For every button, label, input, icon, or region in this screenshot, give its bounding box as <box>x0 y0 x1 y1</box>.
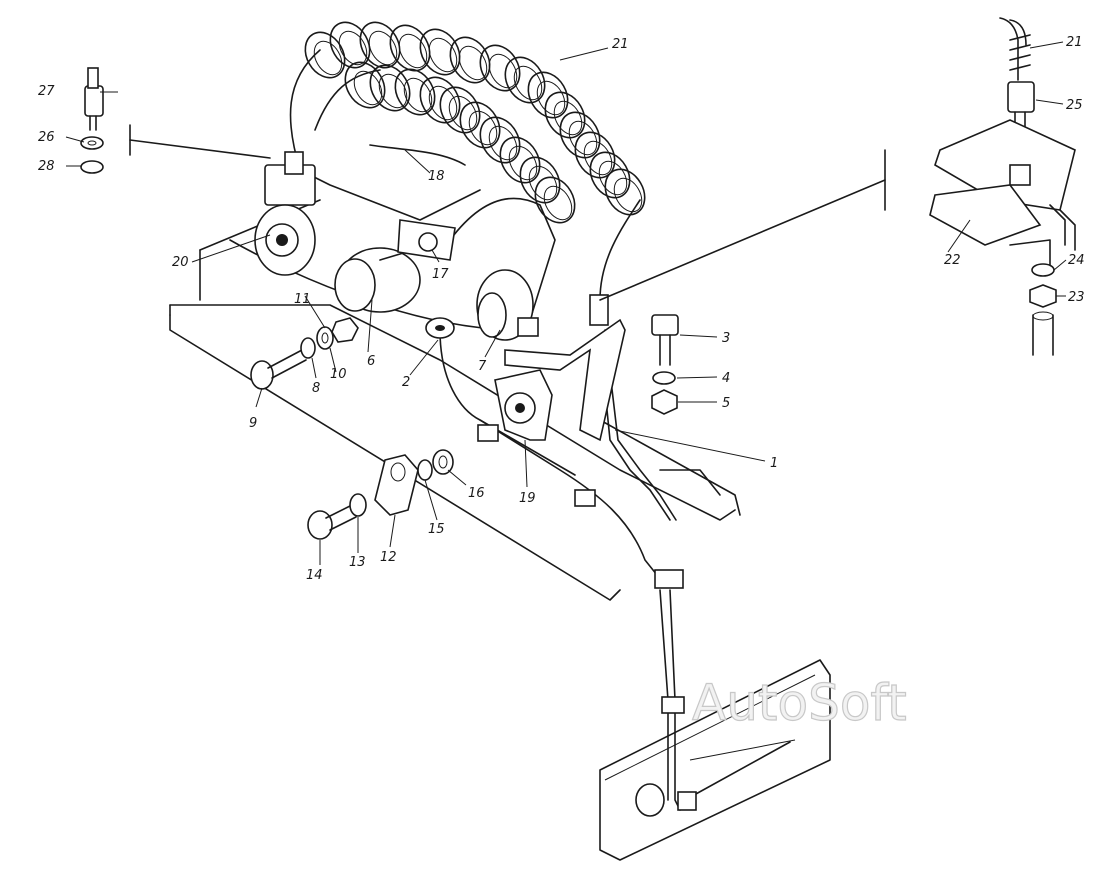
coil-loop-inner <box>508 145 538 181</box>
callout-16: 16 <box>468 486 485 501</box>
coil-loop <box>419 28 461 76</box>
callout-3: 3 <box>722 331 730 346</box>
callout-21-main: 21 <box>612 37 629 52</box>
coil-loop-inner <box>398 33 428 69</box>
socket-6 <box>334 219 456 313</box>
coil-loop <box>329 21 371 69</box>
socket-20 <box>254 151 316 276</box>
coil-loop-inner <box>428 85 458 121</box>
coil-loop <box>394 68 436 116</box>
coil-loop-inner <box>403 77 433 113</box>
socket-19 <box>494 369 553 441</box>
coil-loop <box>304 31 346 79</box>
coil-loop <box>534 176 576 224</box>
leader-lines <box>65 41 1067 565</box>
washer-13 <box>349 493 367 517</box>
grommet-2 <box>425 317 455 339</box>
callout-2: 2 <box>402 375 410 390</box>
callout-26: 26 <box>38 130 55 145</box>
coil-loop <box>559 111 601 159</box>
callout-15: 15 <box>428 522 445 537</box>
coil-loop <box>459 101 501 149</box>
callout-6: 6 <box>367 354 375 369</box>
coil-loop <box>344 61 386 109</box>
callout-23: 23 <box>1068 290 1085 305</box>
callout-1: 1 <box>770 456 778 471</box>
coil-loop-inner <box>338 30 368 66</box>
callout-17: 17 <box>432 267 449 282</box>
callout-9: 9 <box>249 416 257 431</box>
coil-loop-inner <box>543 185 573 221</box>
washer-4 <box>652 371 676 385</box>
bolt-3 <box>651 314 679 366</box>
coil-loop-inner <box>468 110 498 146</box>
coil-loop <box>519 156 561 204</box>
callout-27: 27 <box>38 84 55 99</box>
callout-12: 12 <box>380 550 397 565</box>
coil-loop <box>574 131 616 179</box>
frame-rail-lower <box>599 659 831 861</box>
callout-25: 25 <box>1066 98 1083 113</box>
callout-4: 4 <box>722 371 730 386</box>
bracket-1 <box>504 294 626 442</box>
coil-loop-inner <box>513 65 543 101</box>
coil-loop <box>499 136 541 184</box>
bolt-14 <box>307 504 357 540</box>
callout-20: 20 <box>172 255 189 270</box>
coil-loop <box>449 36 491 84</box>
callout-18: 18 <box>428 169 445 184</box>
callout-22: 22 <box>944 253 961 268</box>
callout-labels: 27 26 28 20 11 6 9 8 10 2 7 17 18 21 3 4… <box>38 35 1085 583</box>
coil-loop-inner <box>368 30 398 66</box>
coil-loop <box>479 116 521 164</box>
coil-loop <box>544 91 586 139</box>
clamp-12 <box>374 454 419 516</box>
coil-loop-inner <box>458 45 488 81</box>
coil-loop <box>589 151 631 199</box>
coil-loop-inner <box>613 177 643 213</box>
coil-loop-inner <box>598 160 628 196</box>
coil-loop <box>479 44 521 92</box>
washer-10 <box>316 326 334 350</box>
coil-loop-inner <box>488 53 518 89</box>
washer-15 <box>417 459 433 481</box>
callout-24: 24 <box>1068 253 1085 268</box>
watermark-text: AutoSoft <box>692 674 907 732</box>
callout-13: 13 <box>349 555 366 570</box>
coil-loop <box>359 21 401 69</box>
coil-loop-inner <box>528 165 558 201</box>
callout-7: 7 <box>478 359 487 374</box>
coil-loop-inner <box>488 125 518 161</box>
detail-view-left <box>80 67 271 174</box>
coil-loop-inner <box>353 70 383 106</box>
washer-8 <box>300 337 316 359</box>
coil-loop-inner <box>378 73 408 109</box>
coil-loop <box>369 64 411 112</box>
callout-10: 10 <box>330 367 347 382</box>
coil-loop-inner <box>448 95 478 131</box>
coiled-cable <box>304 21 646 224</box>
callout-28: 28 <box>38 159 55 174</box>
pipe-clips <box>477 424 697 817</box>
callout-5: 5 <box>722 396 730 411</box>
callout-14: 14 <box>306 568 323 583</box>
callout-8: 8 <box>312 381 320 396</box>
coil-loop <box>527 71 569 119</box>
nut-11 <box>331 317 359 343</box>
coil-loop <box>604 168 646 216</box>
socket-7 <box>476 269 539 341</box>
coil-loop-inner <box>313 40 343 76</box>
bolt-9 <box>250 349 307 390</box>
nut-5 <box>651 389 678 415</box>
coil-loop <box>389 24 431 72</box>
nut-16 <box>432 449 454 475</box>
coil-loop-inner <box>428 37 458 73</box>
detail-view-right <box>599 17 1076 356</box>
callout-21-detail: 21 <box>1066 35 1083 50</box>
callout-11: 11 <box>294 292 311 307</box>
callout-19: 19 <box>519 491 536 506</box>
coil-loop <box>504 56 546 104</box>
